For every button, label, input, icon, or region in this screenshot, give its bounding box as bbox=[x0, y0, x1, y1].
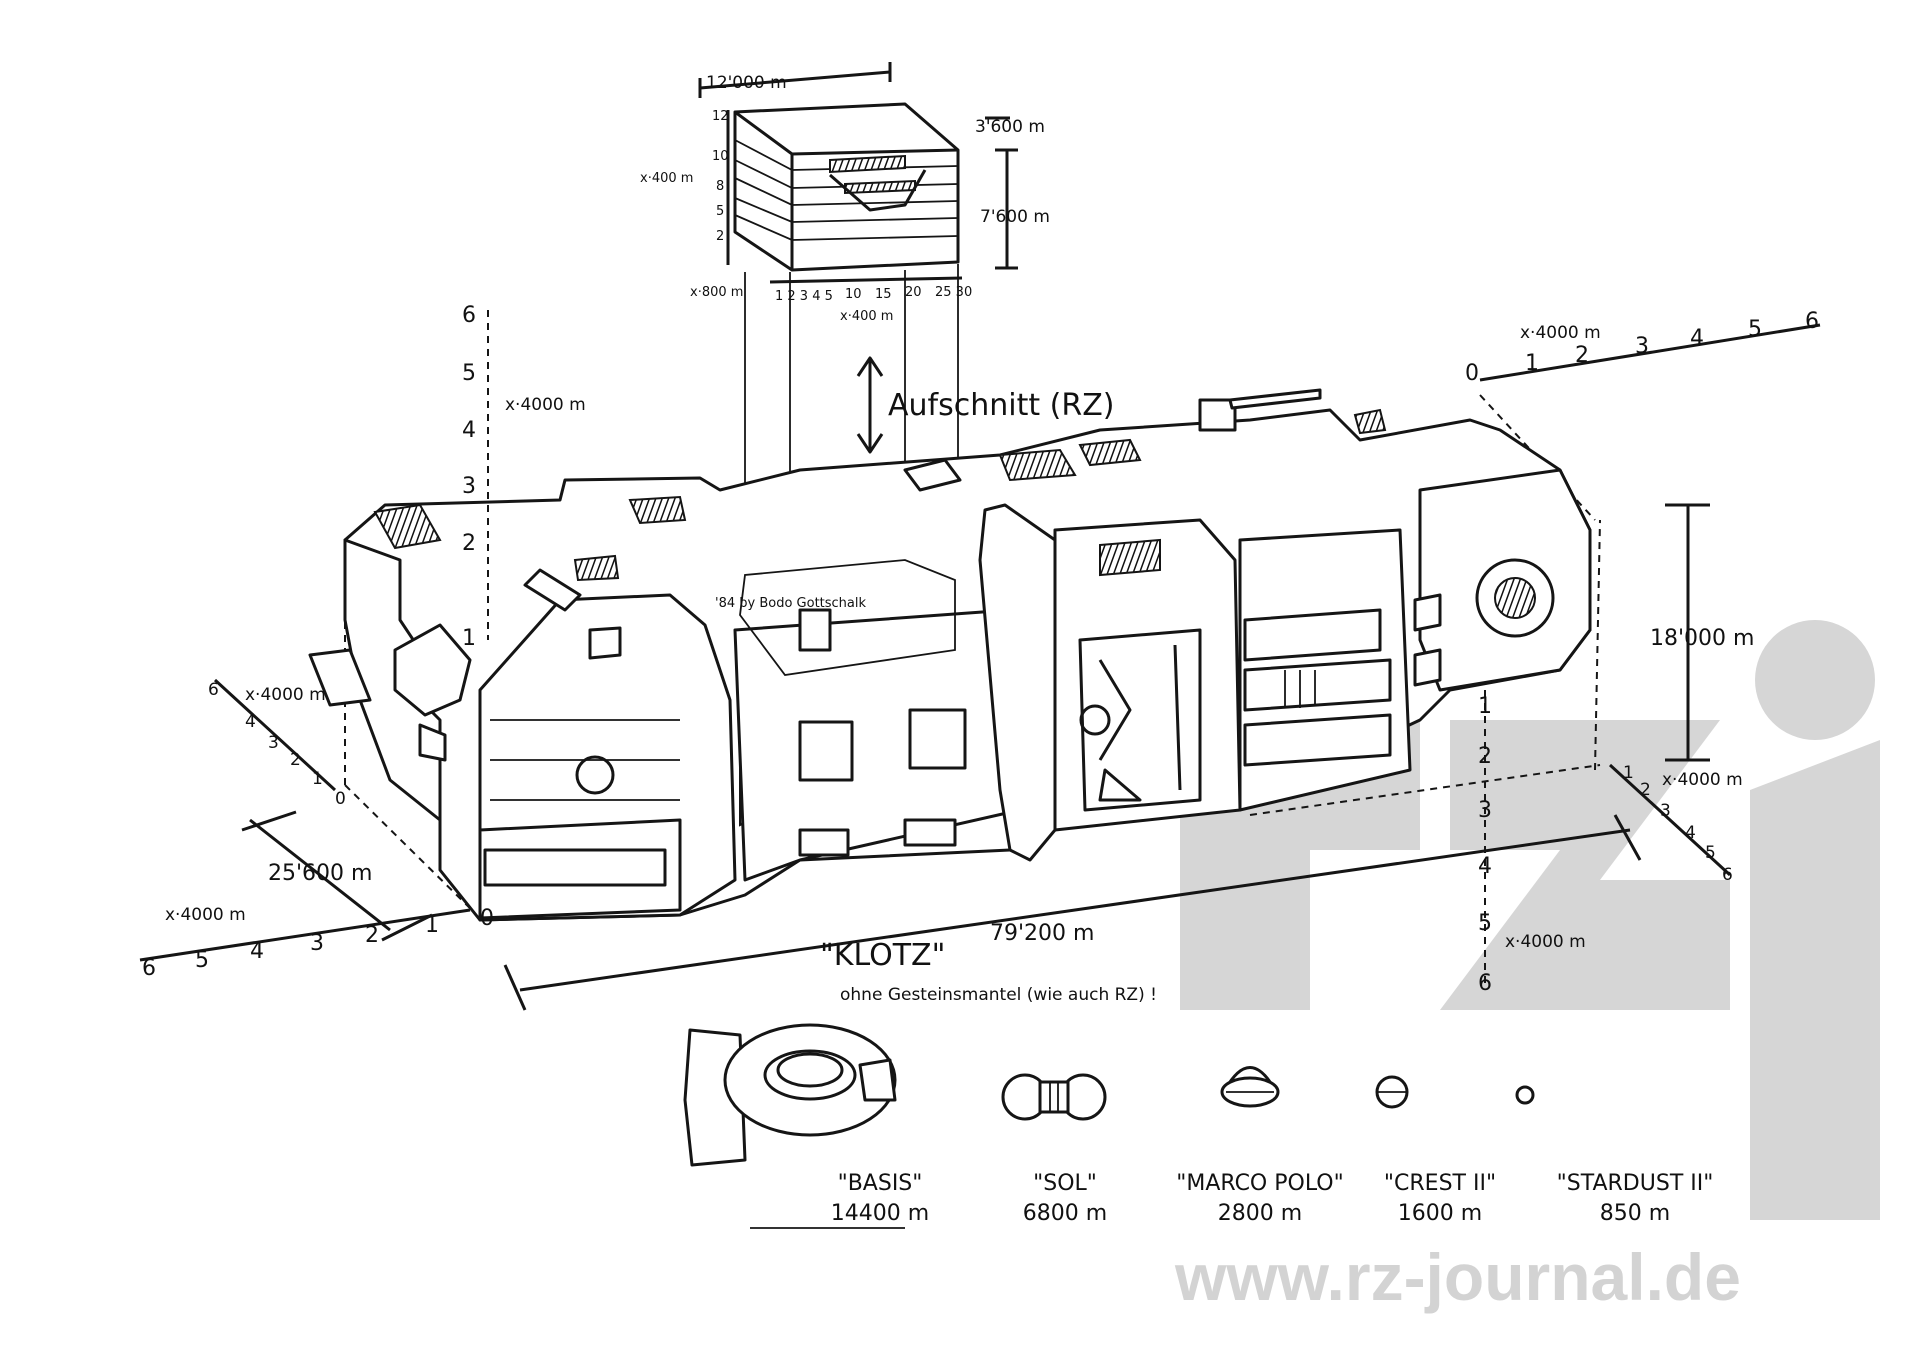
watermark-url: www.rz-journal.de bbox=[1174, 1240, 1741, 1314]
ship-sol bbox=[1001, 1073, 1107, 1121]
signature: '84 by Bodo Gottschalk bbox=[715, 596, 866, 611]
right-height-dimension bbox=[1665, 503, 1710, 762]
ship-basis bbox=[683, 1023, 897, 1167]
svg-text:10: 10 bbox=[845, 287, 862, 302]
svg-text:6: 6 bbox=[142, 956, 156, 981]
svg-text:1: 1 bbox=[1525, 351, 1539, 376]
section-bottom-scale-label: x·400 m bbox=[840, 309, 893, 324]
svg-text:6: 6 bbox=[1805, 309, 1819, 334]
svg-text:0: 0 bbox=[1465, 361, 1479, 386]
svg-text:25 30: 25 30 bbox=[935, 285, 972, 300]
watermark-logo bbox=[1180, 620, 1880, 1220]
left-vertical-axis-label: x·4000 m bbox=[505, 395, 586, 415]
left-depth-axis-label: x·4000 m bbox=[245, 685, 326, 705]
ship-crest-ii bbox=[1375, 1075, 1409, 1109]
ship-stardust-ii-size: 850 m bbox=[1600, 1201, 1670, 1226]
svg-text:6: 6 bbox=[462, 303, 476, 328]
svg-text:15: 15 bbox=[875, 287, 892, 302]
klotz-main-body bbox=[308, 388, 1601, 922]
svg-text:2: 2 bbox=[365, 923, 379, 948]
svg-text:2: 2 bbox=[1575, 343, 1589, 368]
ship-crest-ii-name: "CREST II" bbox=[1384, 1171, 1496, 1196]
svg-text:12: 12 bbox=[712, 109, 729, 124]
svg-text:3: 3 bbox=[310, 931, 324, 956]
svg-text:4: 4 bbox=[1685, 823, 1696, 843]
svg-text:3: 3 bbox=[1635, 334, 1649, 359]
section-bottom-left-scale-label: x·800 m bbox=[690, 285, 743, 300]
ship-marco-polo-name: "MARCO POLO" bbox=[1176, 1171, 1344, 1196]
ship-crest-ii-size: 1600 m bbox=[1398, 1201, 1482, 1226]
svg-text:3: 3 bbox=[462, 474, 476, 499]
svg-text:5: 5 bbox=[1705, 843, 1716, 863]
section-top-label: 3'600 m bbox=[975, 117, 1045, 137]
section-left-scale-label: x·400 m bbox=[640, 171, 693, 186]
svg-text:3: 3 bbox=[268, 733, 279, 753]
svg-text:5: 5 bbox=[1748, 317, 1762, 342]
svg-text:6: 6 bbox=[208, 680, 219, 700]
svg-text:4: 4 bbox=[245, 712, 256, 732]
svg-text:3: 3 bbox=[1478, 798, 1492, 823]
length-dimension-label: 79'200 m bbox=[990, 921, 1094, 946]
svg-text:2: 2 bbox=[1640, 780, 1651, 800]
depth-dimension bbox=[241, 810, 433, 942]
right-depth-axis-label: x·4000 m bbox=[1662, 770, 1743, 790]
svg-text:1: 1 bbox=[1478, 694, 1492, 719]
svg-text:20: 20 bbox=[905, 285, 922, 300]
section-caption: Aufschnitt (RZ) bbox=[888, 388, 1114, 423]
svg-text:5: 5 bbox=[716, 204, 724, 219]
right-depth-axis: 1 2 3 4 5 6 bbox=[1608, 763, 1733, 885]
left-depth-axis: 6 4 3 2 1 0 bbox=[208, 678, 346, 809]
svg-text:4: 4 bbox=[462, 418, 476, 443]
svg-text:2: 2 bbox=[290, 750, 301, 770]
ship-marco-polo bbox=[1220, 1066, 1280, 1108]
svg-text:2: 2 bbox=[716, 229, 724, 244]
svg-text:6: 6 bbox=[1478, 971, 1492, 996]
ship-sol-name: "SOL" bbox=[1033, 1171, 1097, 1196]
section-width-label: 12'000 m bbox=[706, 73, 787, 93]
svg-text:2: 2 bbox=[462, 531, 476, 556]
ship-sol-size: 6800 m bbox=[1023, 1201, 1107, 1226]
svg-text:10: 10 bbox=[712, 149, 729, 164]
section-height-label: 7'600 m bbox=[980, 207, 1050, 227]
svg-text:5: 5 bbox=[462, 361, 476, 386]
left-vertical-axis: 1 2 3 4 5 6 bbox=[462, 303, 489, 651]
main-note: ohne Gesteinsmantel (wie auch RZ) ! bbox=[840, 985, 1157, 1005]
svg-text:8: 8 bbox=[716, 179, 724, 194]
svg-text:2: 2 bbox=[1478, 744, 1492, 769]
svg-text:0: 0 bbox=[335, 789, 346, 809]
depth-dimension-label: 25'600 m bbox=[268, 861, 372, 886]
length-dimension bbox=[503, 814, 1642, 1011]
svg-text:1: 1 bbox=[462, 626, 476, 651]
svg-text:4: 4 bbox=[250, 939, 264, 964]
front-left-axis-label: x·4000 m bbox=[165, 905, 246, 925]
ship-stardust-ii bbox=[1515, 1085, 1535, 1105]
right-height-dimension-label: 18'000 m bbox=[1650, 626, 1754, 651]
svg-text:3: 3 bbox=[1660, 801, 1671, 821]
svg-text:4: 4 bbox=[1478, 854, 1492, 879]
svg-text:1: 1 bbox=[312, 769, 323, 789]
ship-stardust-ii-name: "STARDUST II" bbox=[1557, 1171, 1714, 1196]
ship-marco-polo-size: 2800 m bbox=[1218, 1201, 1302, 1226]
ship-basis-name: "BASIS" bbox=[838, 1171, 923, 1196]
ship-basis-size: 14400 m bbox=[831, 1201, 929, 1226]
svg-text:1: 1 bbox=[1623, 763, 1634, 783]
top-right-axis: 0 1 2 3 4 5 6 bbox=[1465, 309, 1821, 386]
top-right-axis-label: x·4000 m bbox=[1520, 323, 1601, 343]
svg-text:5: 5 bbox=[1478, 911, 1492, 936]
svg-text:1: 1 bbox=[425, 913, 439, 938]
svg-text:5: 5 bbox=[195, 948, 209, 973]
right-vertical-axis: 1 2 3 4 5 6 bbox=[1478, 690, 1492, 996]
svg-text:1 2 3 4 5: 1 2 3 4 5 bbox=[775, 289, 833, 304]
main-title: "KLOTZ" bbox=[820, 938, 945, 973]
svg-text:6: 6 bbox=[1722, 865, 1733, 885]
right-vertical-axis-label: x·4000 m bbox=[1505, 932, 1586, 952]
svg-text:4: 4 bbox=[1690, 326, 1704, 351]
front-left-axis: 6 5 4 3 2 1 0 bbox=[139, 906, 494, 981]
svg-text:0: 0 bbox=[480, 906, 494, 931]
